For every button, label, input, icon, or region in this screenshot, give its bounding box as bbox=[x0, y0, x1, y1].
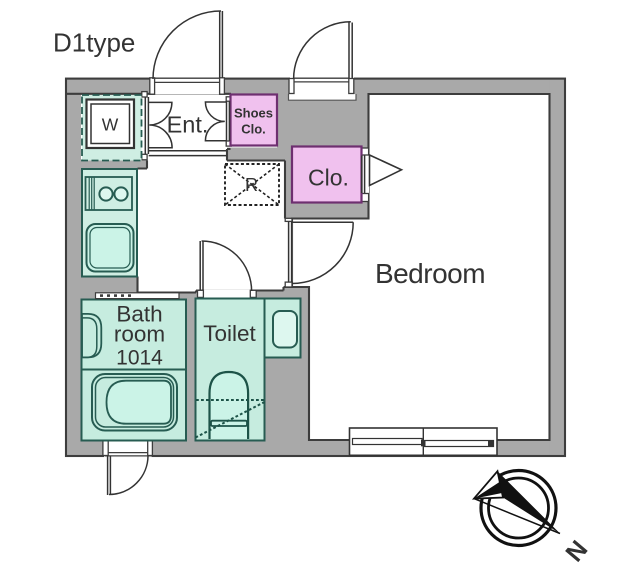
svg-text:D1type: D1type bbox=[53, 28, 135, 58]
svg-text:Bedroom: Bedroom bbox=[375, 258, 485, 289]
svg-text:1014: 1014 bbox=[116, 347, 163, 370]
svg-text:Ent.: Ent. bbox=[167, 112, 209, 138]
svg-text:Shoes: Shoes bbox=[234, 106, 273, 121]
svg-text:W: W bbox=[102, 115, 119, 135]
svg-text:Clo.: Clo. bbox=[241, 122, 266, 137]
svg-text:Bath: Bath bbox=[116, 302, 162, 327]
svg-text:Toilet: Toilet bbox=[203, 321, 256, 346]
svg-text:Clo.: Clo. bbox=[308, 165, 349, 191]
svg-text:room: room bbox=[114, 322, 165, 347]
svg-text:R: R bbox=[245, 175, 258, 195]
